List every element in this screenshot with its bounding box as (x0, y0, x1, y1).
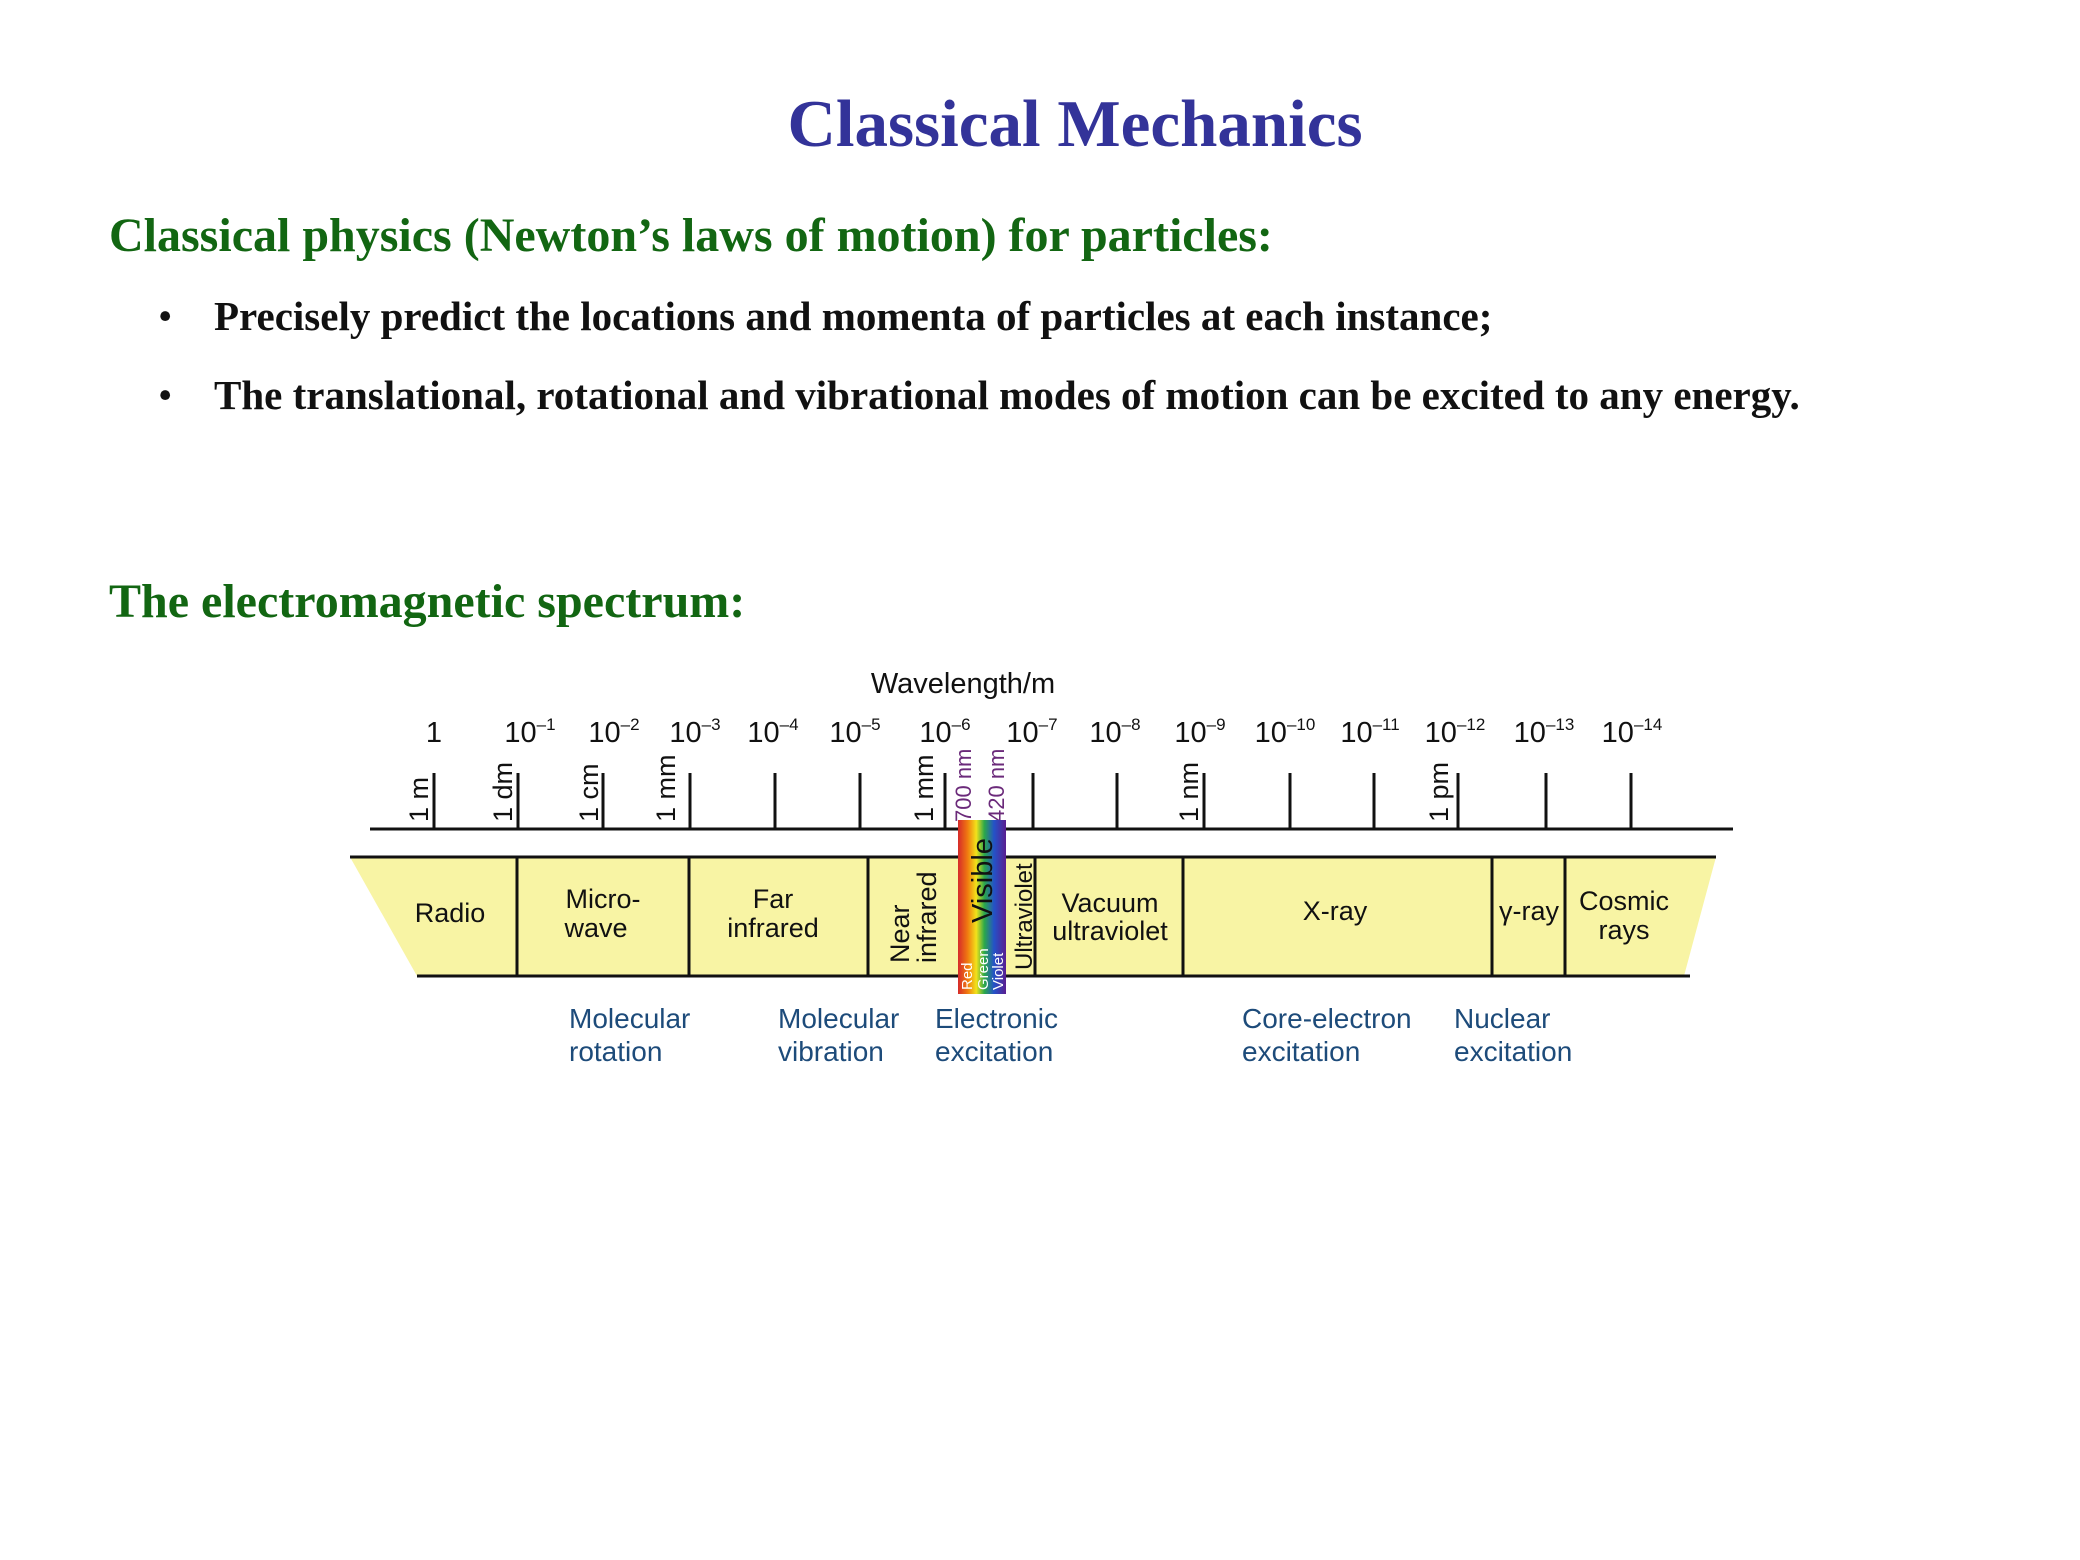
power-tick-label: 10–4 (747, 715, 798, 749)
wavelength-axis-label: Wavelength/m (871, 668, 1055, 700)
unit-label-1pm: 1 pm (1424, 762, 1454, 822)
region-visible: Visible (967, 838, 999, 923)
region-ultraviolet: Ultraviolet (1011, 863, 1038, 970)
visible-strip (958, 820, 1006, 994)
unit-label-1um: 1 mm (909, 755, 939, 823)
power-tick-label: 10–5 (829, 715, 880, 749)
region-vacuum-uv-line2: ultraviolet (1052, 916, 1168, 946)
process-core-electron-excitation-line1: Core-electron (1242, 1003, 1412, 1034)
visible-color-green: Green (975, 948, 992, 990)
region-cosmic-line2: rays (1598, 915, 1649, 945)
region-dividers (515, 857, 1567, 976)
spectrum-band (350, 857, 1716, 976)
power-tick-label: 10–3 (669, 715, 720, 749)
power-tick-label: 10–2 (588, 715, 639, 749)
visible-label-420nm: 420 nm (984, 749, 1009, 822)
power-tick-label: 10–7 (1006, 715, 1057, 749)
power-tick-label: 10–12 (1425, 715, 1486, 749)
region-near-infrared-line2: infrared (912, 871, 942, 963)
process-molecular-vibration-line1: Molecular (778, 1003, 899, 1034)
region-xray: X-ray (1303, 896, 1368, 926)
power-tick-label: 10–10 (1255, 715, 1316, 749)
unit-label-1cm: 1 cm (574, 763, 604, 822)
region-vacuum-uv-line1: Vacuum (1061, 888, 1158, 918)
unit-tick-labels: 1 m 1 dm 1 cm 1 mm 1 mm 1 nm 1 pm 700 nm… (404, 749, 1454, 822)
process-molecular-vibration-line2: vibration (778, 1036, 884, 1067)
tick-marks (432, 773, 1633, 829)
region-gamma-ray: γ-ray (1499, 896, 1559, 926)
bullet-dot-icon: • (158, 372, 173, 418)
bullet-item: • The translational, rotational and vibr… (150, 367, 1982, 424)
unit-label-1dm: 1 dm (488, 762, 518, 822)
region-microwave-line1: Micro- (566, 884, 641, 914)
bullet-text: The translational, rotational and vibrat… (214, 372, 1800, 418)
bullet-dot-icon: • (158, 293, 173, 339)
process-core-electron-excitation-line2: excitation (1242, 1036, 1360, 1067)
process-nuclear-excitation-line1: Nuclear (1454, 1003, 1550, 1034)
region-radio: Radio (415, 898, 486, 928)
section-heading-classical-physics: Classical physics (Newton’s laws of moti… (109, 209, 1273, 262)
unit-label-1m: 1 m (404, 777, 434, 822)
process-nuclear-excitation-line2: excitation (1454, 1036, 1572, 1067)
page-title: Classical Mechanics (787, 87, 1363, 161)
process-molecular-rotation-line2: rotation (569, 1036, 662, 1067)
bullet-list: • Precisely predict the locations and mo… (150, 288, 1982, 446)
power-tick-label: 10–9 (1174, 715, 1225, 749)
power-tick-label: 10–8 (1089, 715, 1140, 749)
region-cosmic-line1: Cosmic (1579, 886, 1669, 916)
visible-label-700nm: 700 nm (951, 749, 976, 822)
process-molecular-rotation-line1: Molecular (569, 1003, 690, 1034)
unit-label-1mm: 1 mm (651, 755, 681, 823)
visible-color-red: Red (959, 962, 976, 990)
power-tick-label: 10–1 (504, 715, 555, 749)
power-tick-label: 10–14 (1602, 715, 1663, 749)
bullet-item: • Precisely predict the locations and mo… (150, 288, 1982, 345)
region-near-infrared-line1: Near (885, 904, 915, 963)
region-far-infrared-line1: Far (753, 884, 794, 914)
power-tick-label: 10–11 (1340, 715, 1399, 749)
power-tick-label: 10–13 (1514, 715, 1575, 749)
region-far-infrared-line2: infrared (727, 913, 819, 943)
region-microwave-line2: wave (563, 913, 627, 943)
visible-color-violet: Violet (990, 952, 1007, 990)
section-heading-em-spectrum: The electromagnetic spectrum: (109, 575, 746, 628)
unit-label-1nm: 1 nm (1174, 762, 1204, 822)
process-electronic-excitation-line2: excitation (935, 1036, 1053, 1067)
power-tick-labels: 1 10–1 10–2 10–3 10–4 10–5 10–6 10–7 10–8 10–9 10–… (426, 715, 1662, 749)
bullet-text: Precisely predict the locations and mome… (214, 293, 1493, 339)
process-electronic-excitation-line1: Electronic (935, 1003, 1058, 1034)
power-tick-label: 1 (426, 717, 442, 749)
power-tick-label: 10–6 (919, 715, 970, 749)
